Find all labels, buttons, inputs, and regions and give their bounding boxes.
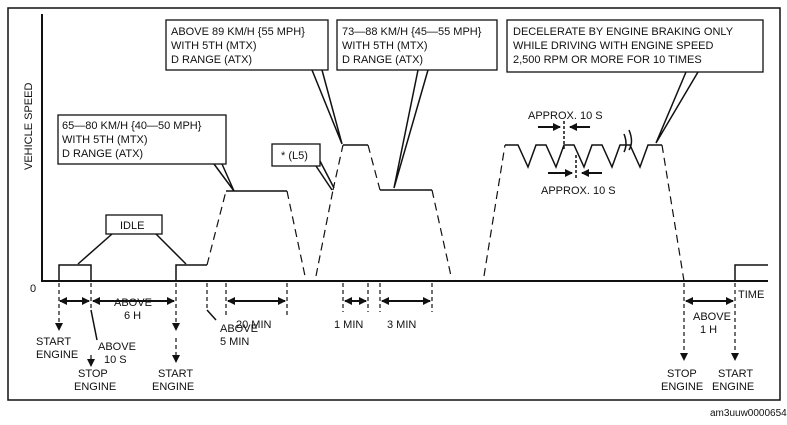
decelerate-callout: DECELERATE BY ENGINE BRAKING ONLY WHILE … [506,19,764,144]
idle-label: IDLE [120,220,144,232]
speed-above-89-line-3: D RANGE (ATX) [171,54,252,66]
speed-73-88-line-1: 73—88 KM/H {45—55 MPH} [342,26,482,38]
stop-engine-2-line-2: ENGINE [661,381,703,393]
l5-label: * (L5) [281,150,308,162]
y-axis-label: VEHICLE SPEED [23,83,35,170]
above-10s-line-2: 10 S [104,354,127,366]
start-engine-3-line-2: ENGINE [712,381,754,393]
speed-above-89-line-2: WITH 5TH (MTX) [171,40,257,52]
start-engine-3-line-1: START [718,368,753,380]
above-5min-line-2: 5 MIN [220,336,249,348]
speed-65-80-line-2: WITH 5TH (MTX) [62,134,148,146]
speed-73-88-callout: 73—88 KM/H {45—55 MPH} WITH 5TH (MTX) D … [336,19,498,189]
above-5min-line-1: ABOVE [220,323,258,335]
idle-callout: IDLE [77,214,187,265]
speed-65-80-line-3: D RANGE (ATX) [62,148,143,160]
approx-10s-markers: APPROX. 10 S APPROX. 10 S [528,110,616,197]
start-engine-2-line-2: ENGINE [152,381,194,393]
above-6h-line-2: 6 H [124,310,141,322]
origin-label: 0 [30,283,36,295]
20-min-label: 20 MIN [236,319,272,331]
speed-73-88-line-3: D RANGE (ATX) [342,54,423,66]
1-min-label: 1 MIN [334,319,363,331]
l5-callout: * (L5) [271,143,335,191]
above-1h-line-2: 1 H [700,324,717,336]
x-axis-label: TIME [738,289,764,301]
stop-engine-1-line-2: ENGINE [74,381,116,393]
decelerate-line-2: WHILE DRIVING WITH ENGINE SPEED [513,40,714,52]
decelerate-line-3: 2,500 RPM OR MORE FOR 10 TIMES [513,54,702,66]
timeline-markers [55,283,739,361]
speed-73-88-line-2: WITH 5TH (MTX) [342,40,428,52]
speed-above-89-line-1: ABOVE 89 KM/H {55 MPH} [171,26,305,38]
3-min-label: 3 MIN [387,319,416,331]
speed-65-80-callout: 65—80 KM/H {40—50 MPH} WITH 5TH (MTX) D … [57,114,235,192]
stop-engine-2-line-1: STOP [667,368,697,380]
diagram-frame [7,7,781,401]
speed-above-89-callout: ABOVE 89 KM/H {55 MPH} WITH 5TH (MTX) D … [165,19,343,145]
speed-65-80-line-1: 65—80 KM/H {40—50 MPH} [62,120,202,132]
approx-top-label: APPROX. 10 S [528,110,603,122]
speed-profile [58,129,768,282]
approx-bottom-label: APPROX. 10 S [541,185,616,197]
above-10s-line-1: ABOVE [98,341,136,353]
above-6h-line-1: ABOVE [114,297,152,309]
above-1h-line-1: ABOVE [693,311,731,323]
stop-engine-1-line-1: STOP [78,368,108,380]
figure-code: am3uuw0000654 [710,408,787,419]
start-engine-1-line-2: ENGINE [36,349,78,361]
decelerate-line-1: DECELERATE BY ENGINE BRAKING ONLY [513,26,734,38]
start-engine-2-line-1: START [158,368,193,380]
start-engine-1-line-1: START [36,336,71,348]
